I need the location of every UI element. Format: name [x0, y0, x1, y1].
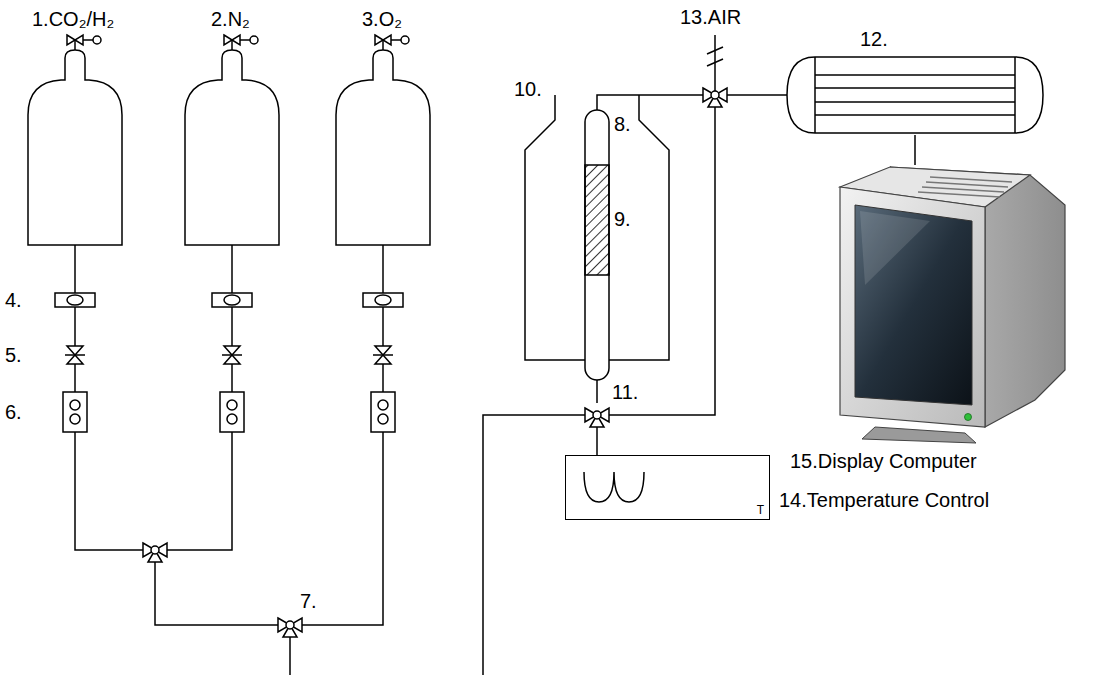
callout-number: 5. [5, 344, 22, 366]
temperature-controller: T14.Temperature Control [565, 455, 770, 520]
part-label: 14.Temperature Control [779, 489, 989, 511]
gas-cylinder-label: 2.N₂ [211, 8, 250, 30]
callout-number: 9. [614, 208, 631, 230]
part-label: 15.Display Computer [790, 450, 977, 472]
callout-number: 11. [612, 381, 638, 403]
air-inlet-label: 13.AIR [680, 6, 741, 28]
gas-cylinder-label: 1.CO₂/H₂ [32, 8, 114, 30]
callout-number: 4. [5, 289, 22, 311]
heater-coil [566, 456, 771, 521]
callout-number: 12. [860, 28, 888, 50]
gas-analyzer: 12. [785, 55, 1045, 135]
symbol-letter: T [757, 504, 764, 517]
analyzer-shape [785, 55, 1045, 135]
display-computer: 15.Display Computer [780, 165, 1070, 475]
callout-number: 10. [514, 78, 542, 100]
callout-number: 6. [5, 401, 22, 423]
connector-line [914, 135, 916, 165]
callout-number: 7. [300, 590, 317, 612]
monitor-shape [780, 165, 1070, 445]
gas-cylinder-label: 3.O₂ [362, 8, 402, 30]
callout-number: 8. [614, 113, 631, 135]
